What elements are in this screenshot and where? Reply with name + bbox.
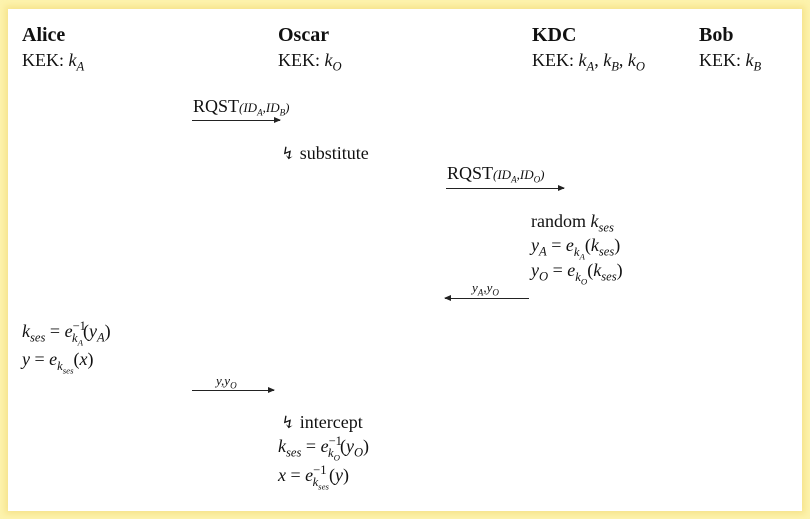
kdc-encrypt-ya: yA = ekA(kses): [531, 235, 621, 262]
kek-label: KEK:: [532, 50, 579, 70]
kek-var: kO: [324, 50, 342, 74]
kek-label: KEK:: [22, 50, 69, 70]
party-alice-kek: KEK: kA: [22, 50, 85, 74]
arrow-alice-to-oscar-2: [192, 387, 275, 393]
kek-var: kB: [745, 50, 762, 74]
party-oscar-name: Oscar: [278, 24, 330, 46]
party-bob-kek: KEK: kB: [699, 50, 762, 74]
alice-encrypt-y: y = ekses(x): [22, 349, 94, 376]
oscar-intercept-note: ↯ intercept: [281, 412, 363, 432]
arrow-kdc-to-alice: [444, 295, 529, 301]
message-ya-yo: yA,yO: [472, 280, 499, 298]
kek-var: kA: [578, 50, 595, 74]
lightning-icon: ↯: [281, 413, 296, 432]
message-y-yo: y,yO: [216, 373, 237, 391]
party-oscar-kek: KEK: kO: [278, 50, 342, 74]
party-bob-name: Bob: [699, 24, 734, 46]
kdc-random-key: random kses: [531, 211, 614, 235]
message-rqst-alice: RQST(IDA,IDB): [193, 96, 290, 118]
kek-label: KEK:: [699, 50, 746, 70]
oscar-decrypt-kses: kses = e−1kO(yO): [278, 434, 370, 463]
arrow-alice-to-oscar: [192, 117, 281, 123]
arrow-oscar-to-kdc: [446, 185, 565, 191]
party-kdc-name: KDC: [532, 24, 577, 46]
oscar-decrypt-x: x = e−1kses(y): [278, 463, 349, 492]
kek-label: KEK:: [278, 50, 325, 70]
alice-decrypt-kses: kses = e−1kA(yA): [22, 319, 111, 348]
kdc-encrypt-yo: yO = ekO(kses): [531, 260, 623, 287]
lightning-icon: ↯: [281, 144, 296, 163]
party-alice-name: Alice: [22, 24, 66, 46]
oscar-substitute-note: ↯ substitute: [281, 143, 369, 163]
kek-var: kA: [68, 50, 85, 74]
message-rqst-oscar: RQST(IDA,IDO): [447, 163, 545, 185]
diagram-canvas: [8, 9, 802, 511]
party-kdc-kek: KEK: kA, kB, kO: [532, 50, 646, 74]
